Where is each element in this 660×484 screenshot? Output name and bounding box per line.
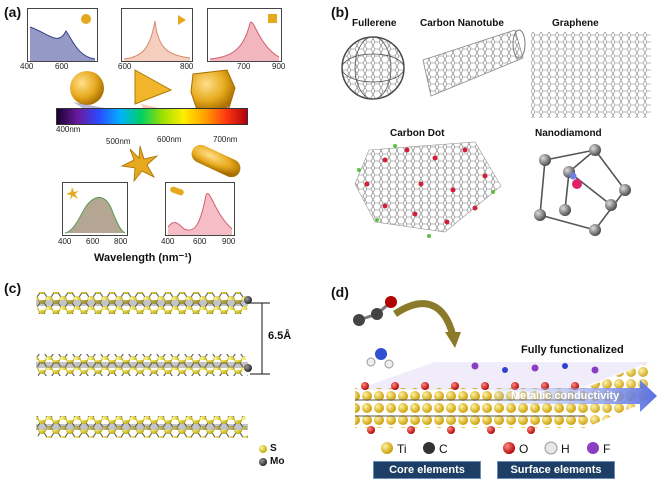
mos2-layer-1 bbox=[36, 292, 248, 314]
spectrum-plot-cube bbox=[207, 8, 282, 62]
mxene-structure bbox=[353, 296, 657, 455]
wavelength-axis-label: Wavelength (nm⁻¹) bbox=[94, 252, 192, 264]
ti-legend-label: Ti bbox=[397, 442, 407, 456]
legend-s-label: S bbox=[270, 443, 277, 454]
mos2-layer-3 bbox=[36, 416, 248, 438]
gold-nanocube bbox=[190, 69, 236, 111]
ti-legend-marker bbox=[381, 442, 393, 454]
star-icon bbox=[66, 187, 79, 200]
legend-s-marker bbox=[259, 445, 267, 453]
bottom-plot-2-tick-b: 600 bbox=[193, 237, 207, 246]
gold-nanostar bbox=[120, 145, 159, 183]
mos2-layer-2 bbox=[36, 354, 248, 376]
panel-b: (b) Fullerene Carbon Nanotube Graphene C… bbox=[325, 0, 660, 245]
carbon-nanotube bbox=[422, 29, 526, 97]
fully-functionalized-label: Fully functionalized bbox=[521, 344, 624, 356]
absorption-curve-sphere bbox=[29, 14, 96, 61]
panel-d: (d) bbox=[325, 270, 660, 484]
legend-mo-marker bbox=[259, 458, 267, 466]
top-plot-1-tick-a: 400 bbox=[20, 62, 34, 71]
spectrum-plot-star bbox=[62, 182, 128, 236]
bottom-plot-2-tick-c: 900 bbox=[222, 237, 236, 246]
ammonia-molecule bbox=[366, 348, 394, 369]
bottom-plot-1-tick-c: 800 bbox=[114, 237, 128, 246]
spectrum-tick-500: 500nm bbox=[106, 137, 131, 146]
legend-mo-label: Mo bbox=[270, 456, 285, 467]
conductivity-arrow bbox=[495, 380, 657, 412]
fullerene-molecule bbox=[341, 36, 405, 100]
panel-d-label: (d) bbox=[331, 284, 349, 300]
graphene-sheet bbox=[531, 32, 651, 118]
panel-c-label: (c) bbox=[4, 280, 22, 296]
top-plot-2-tick-b: 800 bbox=[180, 62, 194, 71]
ethanol-molecule bbox=[353, 296, 397, 326]
rod-icon bbox=[170, 186, 184, 196]
c-legend-label: C bbox=[439, 442, 448, 456]
bottom-plot-1-tick-b: 600 bbox=[86, 237, 100, 246]
gold-nanorod bbox=[191, 144, 241, 178]
spectrum-tick-600: 600nm bbox=[157, 135, 182, 144]
panel-c: (c) bbox=[0, 270, 325, 484]
panel-a-label: (a) bbox=[4, 4, 22, 20]
spectrum-plot-rod bbox=[165, 182, 235, 236]
title-carbon-nanotube: Carbon Nanotube bbox=[420, 18, 504, 29]
top-plot-1-tick-b: 600 bbox=[55, 62, 69, 71]
lower-nanoparticles bbox=[120, 144, 241, 183]
title-nanodiamond: Nanodiamond bbox=[535, 128, 602, 139]
panel-b-label: (b) bbox=[331, 4, 349, 20]
h-legend-label: H bbox=[561, 442, 570, 456]
absorption-curve-rod bbox=[167, 186, 233, 235]
carbon-dot-structure bbox=[354, 141, 502, 238]
title-graphene: Graphene bbox=[552, 18, 599, 29]
f-legend-marker bbox=[587, 442, 599, 454]
gold-nanotriangle bbox=[134, 69, 173, 105]
interlayer-spacing-label: 6.5Å bbox=[268, 330, 292, 342]
spectrum-plot-sphere bbox=[27, 8, 98, 62]
f-legend-label: F bbox=[603, 442, 611, 456]
h-legend-marker bbox=[544, 441, 558, 455]
cube-icon bbox=[268, 14, 277, 23]
absorption-curve-triangle bbox=[123, 15, 191, 61]
gold-nanosphere bbox=[70, 71, 104, 105]
visible-spectrum-bar bbox=[56, 108, 248, 125]
absorption-curve-star bbox=[64, 187, 126, 234]
top-plot-3-tick-a: 700 bbox=[237, 62, 251, 71]
spectrum-tick-400: 400nm bbox=[56, 125, 81, 134]
triangle-icon bbox=[178, 15, 186, 25]
spectrum-tick-700: 700nm bbox=[213, 135, 238, 144]
carbon-allotropes bbox=[341, 29, 651, 238]
functionalization-arrow bbox=[393, 300, 457, 337]
metallic-conductivity-label: Metallic conductivity bbox=[511, 390, 620, 402]
o-legend-label: O bbox=[519, 442, 529, 456]
sphere-icon bbox=[81, 14, 91, 24]
o-legend-marker bbox=[503, 442, 515, 454]
interlayer-spacing-bracket bbox=[250, 302, 270, 375]
nanodiamond-structure bbox=[534, 144, 631, 236]
c-legend-marker bbox=[423, 442, 435, 454]
core-elements-banner: Core elements bbox=[373, 461, 481, 479]
mos2-layers bbox=[36, 292, 270, 466]
top-plot-3-tick-b: 900 bbox=[272, 62, 286, 71]
absorption-curve-cube bbox=[209, 14, 280, 61]
surface-elements-banner: Surface elements bbox=[497, 461, 615, 479]
panel-a: (a) 400 600 600 800 700 900 bbox=[0, 0, 325, 264]
bottom-plot-1-tick-a: 400 bbox=[58, 237, 72, 246]
top-plot-2-tick-a: 600 bbox=[118, 62, 132, 71]
spectrum-plot-triangle bbox=[121, 8, 193, 62]
title-fullerene: Fullerene bbox=[352, 18, 397, 29]
bottom-plot-2-tick-a: 400 bbox=[161, 237, 175, 246]
title-carbon-dot: Carbon Dot bbox=[390, 128, 445, 139]
